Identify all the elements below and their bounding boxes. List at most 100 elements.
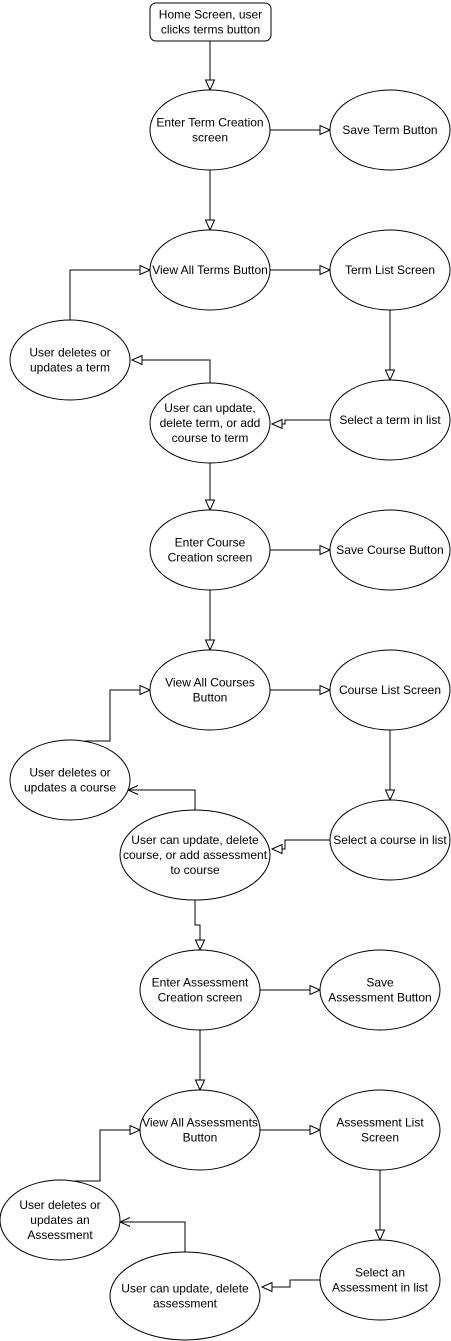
arrow-head-icon <box>270 843 283 855</box>
node-label-line: Button <box>193 691 228 705</box>
node-label-line: to course <box>170 863 220 877</box>
edge-line <box>75 1129 130 1182</box>
node-ellipse <box>329 89 451 171</box>
edge-enter-course-to-save-course <box>270 544 332 556</box>
arrow-head-icon <box>319 264 332 276</box>
edge-term-options-to-enter-course <box>204 463 216 512</box>
arrow-head-icon <box>204 639 216 652</box>
arrow-head-icon <box>139 684 152 696</box>
node-view-terms: View All Terms Button <box>149 229 271 311</box>
edge-course-options-to-delete-course <box>126 785 196 810</box>
node-label-line: updates a term <box>30 361 110 375</box>
node-ellipse <box>329 379 451 461</box>
node-ellipse <box>139 949 261 1031</box>
node-label-line: Select an <box>355 1266 405 1280</box>
node-ellipse <box>9 319 131 401</box>
edge-enter-assessment-to-save-assessment <box>260 984 322 996</box>
node-label-line: Course List Screen <box>339 683 441 697</box>
node-label-line: View All Courses <box>165 676 255 690</box>
edge-view-terms-to-term-list <box>270 264 332 276</box>
edge-view-courses-to-course-list <box>270 684 332 696</box>
arrow-head-icon <box>374 1229 386 1242</box>
edge-delete-assessment-to-view-assessments <box>75 1124 142 1182</box>
node-ellipse <box>329 229 451 311</box>
flow-edges <box>69 41 396 1293</box>
node-label-line: Home Screen, user <box>159 8 262 22</box>
edge-delete-course-to-view-courses <box>85 684 152 742</box>
arrow-head-icon <box>319 124 332 136</box>
node-ellipse <box>149 229 271 311</box>
arrow-head-icon <box>309 984 322 996</box>
node-label-line: Assessment List <box>336 1116 424 1130</box>
node-ellipse <box>319 949 441 1031</box>
edge-delete-term-to-view-terms <box>69 264 152 320</box>
node-label-line: Assessment in list <box>332 1281 429 1295</box>
node-term-list: Term List Screen <box>329 229 451 311</box>
arrow-head-icon <box>260 1281 273 1293</box>
node-label-line: Enter Assessment <box>152 976 249 990</box>
node-save-course: Save Course Button <box>329 509 451 591</box>
node-label-line: Screen <box>361 1131 399 1145</box>
node-ellipse <box>109 1251 261 1341</box>
arrow-head-icon <box>319 684 332 696</box>
node-label-line: Assessment Button <box>328 991 431 1005</box>
node-select-term: Select a term in list <box>329 379 451 461</box>
edge-select-assessment-to-assessment-options <box>260 1279 320 1293</box>
node-select-course: Select a course in list <box>329 799 451 881</box>
edge-line <box>85 689 140 742</box>
node-label-line: screen <box>192 131 228 145</box>
edge-enter-assessment-to-view-assessments <box>194 1030 206 1092</box>
edge-enter-term-to-save-term <box>270 124 332 136</box>
edge-line <box>69 269 140 320</box>
node-ellipse <box>329 509 451 591</box>
edge-line <box>282 839 330 850</box>
node-box <box>149 2 272 42</box>
arrow-head-icon <box>194 939 206 952</box>
node-label-line: Save Term Button <box>342 123 437 137</box>
node-ellipse <box>149 649 271 731</box>
node-ellipse <box>149 89 271 171</box>
node-label-line: Save Course Button <box>336 543 443 557</box>
edge-select-course-to-course-options <box>270 839 330 855</box>
node-term-options: User can update,delete term, or addcours… <box>149 382 271 464</box>
edge-enter-term-to-view-terms <box>204 170 216 232</box>
node-label-line: User deletes or <box>29 766 110 780</box>
edge-enter-course-to-view-courses <box>204 590 216 652</box>
arrow-head-icon <box>194 1079 206 1092</box>
node-label-line: Term List Screen <box>345 263 435 277</box>
node-label-line: Enter Term Creation <box>156 116 263 130</box>
arrow-head-icon <box>139 264 152 276</box>
node-label-line: delete term, or add <box>160 416 261 430</box>
arrow-head-icon <box>204 79 216 92</box>
node-label-line: updates an <box>30 1213 89 1227</box>
arrow-head-icon <box>270 418 283 430</box>
node-ellipse <box>119 809 271 901</box>
edge-course-options-to-enter-assessment <box>194 900 206 952</box>
arrow-head-icon <box>384 369 396 382</box>
arrow-head-icon <box>319 544 332 556</box>
edge-assessment-list-to-select-assessment <box>374 1170 386 1242</box>
edge-line <box>272 1279 320 1288</box>
node-ellipse <box>149 382 271 464</box>
node-label-line: Save <box>366 976 394 990</box>
arrow-head-icon <box>204 499 216 512</box>
arrow-head-icon <box>129 1124 142 1136</box>
node-label-line: Assessment <box>27 1228 93 1242</box>
node-label-line: User can update, <box>164 401 255 415</box>
node-ellipse <box>329 799 451 881</box>
edge-line <box>282 419 330 425</box>
edge-line <box>120 1221 186 1252</box>
node-label-line: View All Assessments <box>142 1116 258 1130</box>
arrow-head-icon <box>130 354 143 366</box>
node-label-line: Button <box>183 1131 218 1145</box>
